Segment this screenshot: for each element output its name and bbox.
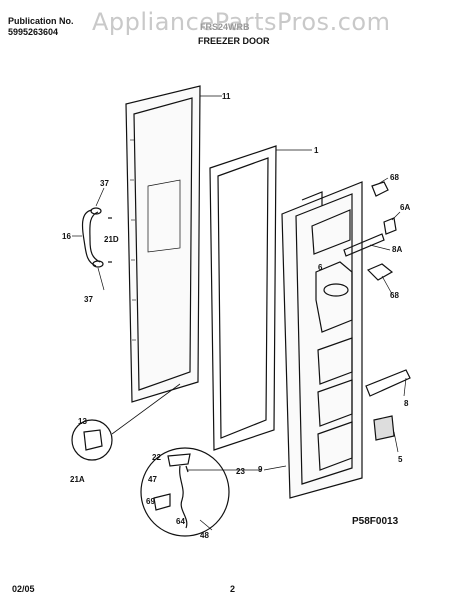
callout-37-bottom: 37 (84, 295, 93, 304)
callout-23: 23 (236, 467, 245, 476)
callout-22: 22 (152, 453, 161, 462)
leader-lines (72, 95, 407, 531)
callout-69: 69 (146, 497, 155, 506)
footer-date: 02/05 (12, 584, 35, 594)
callout-8a: 8A (392, 245, 402, 254)
publication-number: 5995263604 (8, 27, 59, 37)
door-gasket (209, 145, 277, 451)
watermark: AppliancePartsPros.com (92, 8, 391, 36)
publication-label: Publication No. (8, 16, 74, 26)
diagram-code: P58F0013 (352, 516, 399, 527)
hinge-detail-callout (71, 383, 181, 461)
dispenser-parts (343, 181, 411, 441)
callout-13: 13 (78, 417, 87, 426)
callout-5: 5 (398, 455, 403, 464)
door-handle (81, 207, 112, 268)
model-number: FRS24WRB (200, 22, 250, 32)
callout-1: 1 (314, 146, 319, 155)
callout-labels: 11 1 37 21D 16 37 68 6A 6 8A 68 8 5 9 13… (62, 92, 410, 540)
callout-21d: 21D (104, 235, 119, 244)
callout-6a: 6A (400, 203, 410, 212)
section-title: FREEZER DOOR (198, 36, 270, 46)
callout-68-top: 68 (390, 173, 399, 182)
callout-68-bottom: 68 (390, 291, 399, 300)
callout-6: 6 (318, 263, 323, 272)
callout-64: 64 (176, 517, 185, 526)
callout-48: 48 (200, 531, 209, 540)
page-number: 2 (230, 584, 236, 594)
callout-11: 11 (222, 92, 231, 101)
outer-door-panel (125, 85, 201, 403)
callout-21a: 21A (70, 475, 85, 484)
callout-9: 9 (258, 465, 263, 474)
callout-8: 8 (404, 399, 409, 408)
callout-16: 16 (62, 232, 71, 241)
inner-door-liner (281, 181, 363, 499)
wiring-harness-callout (140, 447, 230, 537)
callout-47: 47 (148, 475, 157, 484)
callout-37-top: 37 (100, 179, 109, 188)
